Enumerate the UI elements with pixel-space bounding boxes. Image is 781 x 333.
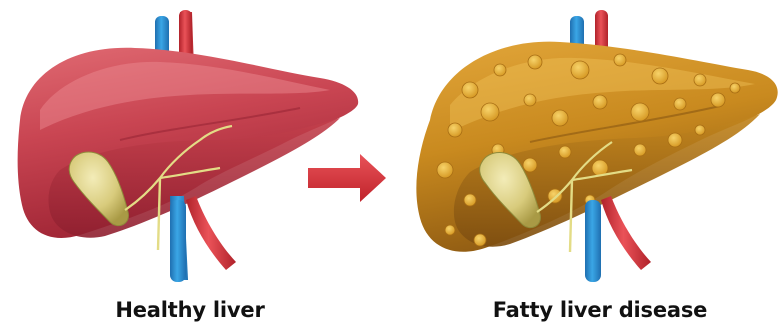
vessels-bottom-right [585,196,651,282]
healthy-liver-caption: Healthy liver [60,292,320,328]
fatty-liver-illustration [416,10,777,282]
vessels-bottom-left [170,196,236,282]
progression-arrow [308,154,386,202]
fatty-liver-caption: Fatty liver disease [440,292,760,328]
healthy-liver-illustration [18,10,359,282]
